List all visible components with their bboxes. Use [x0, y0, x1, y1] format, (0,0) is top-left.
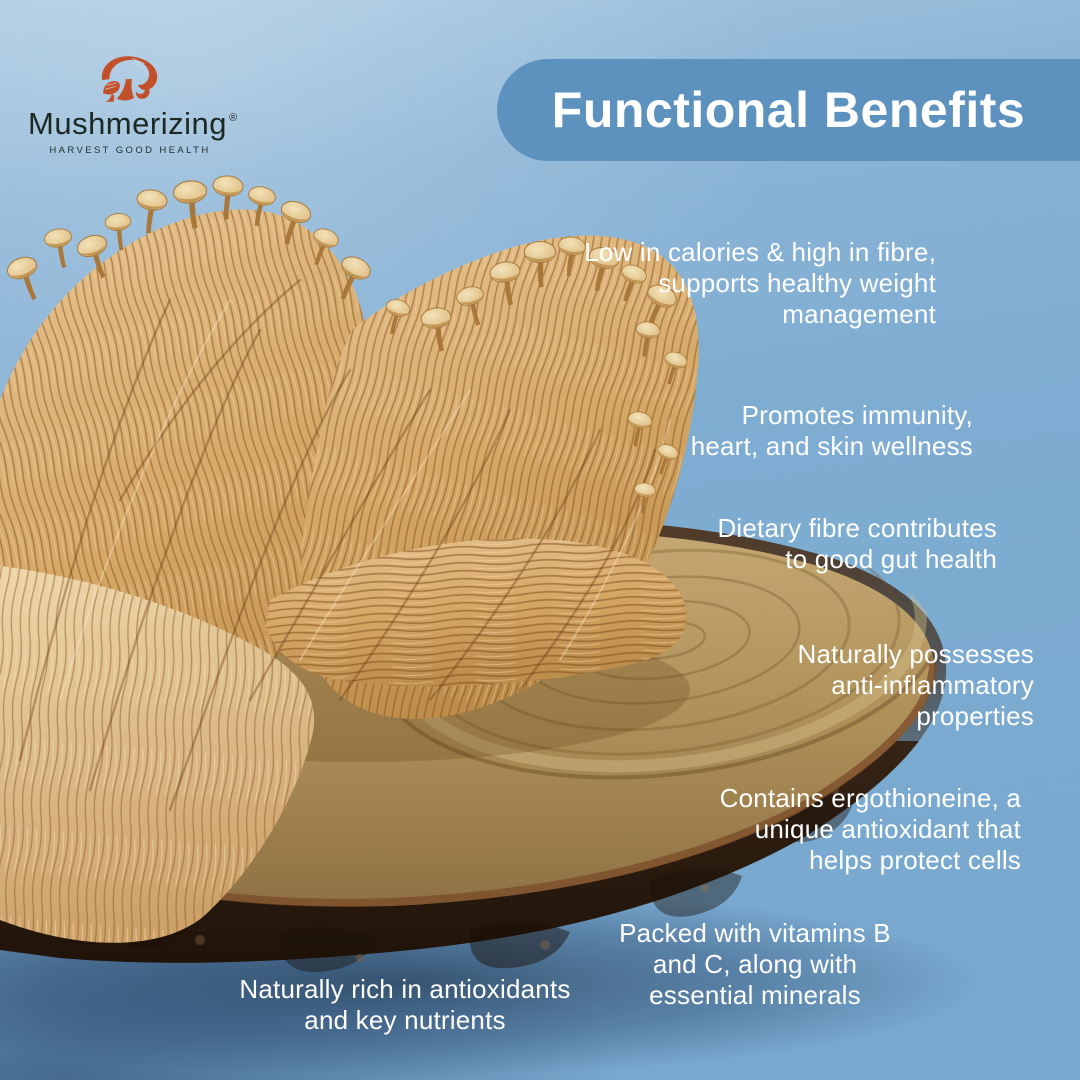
page-title: Functional Benefits [551, 82, 1026, 138]
benefit-line: unique antioxidant that [754, 814, 1021, 844]
benefit-line: helps protect cells [809, 845, 1021, 875]
registered-mark: ® [228, 112, 238, 124]
benefit-line: Contains ergothioneine, a [719, 783, 1021, 813]
mushroom-icon [101, 56, 158, 102]
benefit-line: Low in calories & high in fibre, [584, 237, 936, 267]
benefit-line: and C, along with [652, 949, 858, 979]
benefit-antioxidants: Naturally rich in antioxidants and key n… [195, 974, 615, 1036]
benefit-ergothioneine: Contains ergothioneine, a unique antioxi… [720, 783, 1021, 876]
brand-name: Mushmerizing® [28, 106, 238, 141]
brand-tagline: HARVEST GOOD HEALTH [49, 145, 211, 156]
benefit-gut-health: Dietary fibre contributes to good gut he… [717, 513, 997, 575]
benefit-line: Naturally rich in antioxidants [239, 974, 571, 1004]
benefit-line: supports healthy weight [658, 268, 936, 298]
benefit-line: and key nutrients [304, 1005, 506, 1035]
benefit-line: anti-inflammatory [831, 670, 1034, 700]
benefit-weight: Low in calories & high in fibre, support… [584, 237, 936, 330]
benefit-anti-inflammatory: Naturally possesses anti-inflammatory pr… [798, 639, 1034, 732]
brand-logo: Mushmerizing® HARVEST GOOD HEALTH [28, 52, 238, 156]
benefit-line: Dietary fibre contributes [717, 513, 997, 543]
benefit-line: properties [916, 701, 1034, 731]
benefit-line: Promotes immunity, [741, 400, 973, 430]
benefit-vitamins: Packed with vitamins B and C, along with… [595, 918, 915, 1011]
benefit-line: essential minerals [649, 980, 861, 1010]
benefit-line: Packed with vitamins B [619, 918, 891, 948]
benefit-line: Naturally possesses [797, 639, 1034, 669]
benefit-immunity: Promotes immunity, heart, and skin welln… [691, 400, 973, 462]
benefit-line: management [782, 299, 936, 329]
benefit-line: to good gut health [785, 544, 997, 574]
benefit-line: heart, and skin wellness [690, 431, 973, 461]
title-banner: Functional Benefits [497, 59, 1080, 161]
